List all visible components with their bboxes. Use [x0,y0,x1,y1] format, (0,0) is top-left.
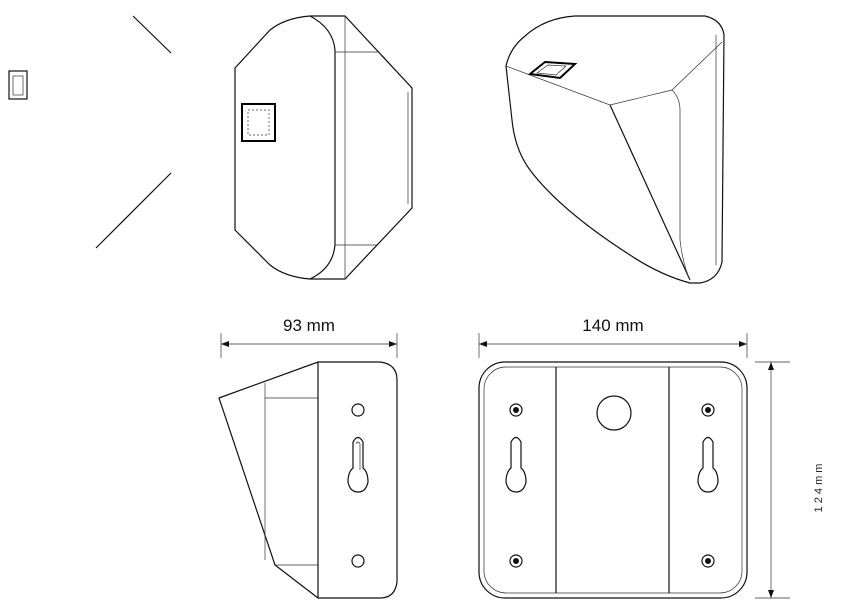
depth-dim-arrow-left [221,341,229,347]
iso-top-face [505,41,723,106]
back-keyhole-right [697,436,719,493]
side-screw-hole-top [351,403,365,417]
side-keyhole-slot [347,436,369,493]
side-screw-hole-bottom [351,554,365,568]
cable-entry-hole [596,395,632,431]
width-dim-arrow-left [479,341,487,347]
iso-connector [527,60,578,80]
side-keyhole-slot-inner [355,441,361,470]
top-view-connector-inner [247,109,270,136]
height-dimension-label: 1 2 4 m m [813,464,825,513]
height-dim-arrow-top [768,362,774,370]
depth-dimension-label: 93 mm [283,316,335,335]
top-view [234,15,413,280]
back-screw-bottom-right-inner [705,558,711,564]
back-keyhole-left [505,436,527,493]
top-view-front-curve [309,15,336,280]
iso-connector-inner [536,64,567,76]
side-view-outline [218,361,398,599]
back-view-inner-outline [483,366,743,594]
iso-outline [505,15,725,284]
partial-edge-bottom [95,172,172,249]
depth-dim-arrow-right [389,341,397,347]
connector-fragment [8,70,28,100]
iso-side-bevel [671,89,691,281]
partial-view-left [8,15,172,249]
back-screw-bottom-left [509,554,523,568]
back-screw-top-left [509,403,523,417]
back-screw-top-right [701,403,715,417]
side-view: 93 mm [218,316,398,599]
height-dim-arrow-bottom [768,590,774,598]
back-screw-bottom-right [701,554,715,568]
top-view-connector [241,103,276,142]
back-screw-bottom-left-inner [513,558,519,564]
iso-front-bevel [609,104,691,281]
width-dimension-label: 140 mm [582,316,643,335]
width-dim-arrow-right [739,341,747,347]
partial-edge-top [132,15,172,54]
back-view: 140 mm 1 2 4 m m [478,316,825,599]
back-screw-top-right-inner [705,407,711,413]
connector-fragment-inner [12,75,24,96]
isometric-view [505,15,725,284]
back-view-outline [478,361,748,599]
back-screw-top-left-inner [513,407,519,413]
top-view-outline [234,15,413,280]
